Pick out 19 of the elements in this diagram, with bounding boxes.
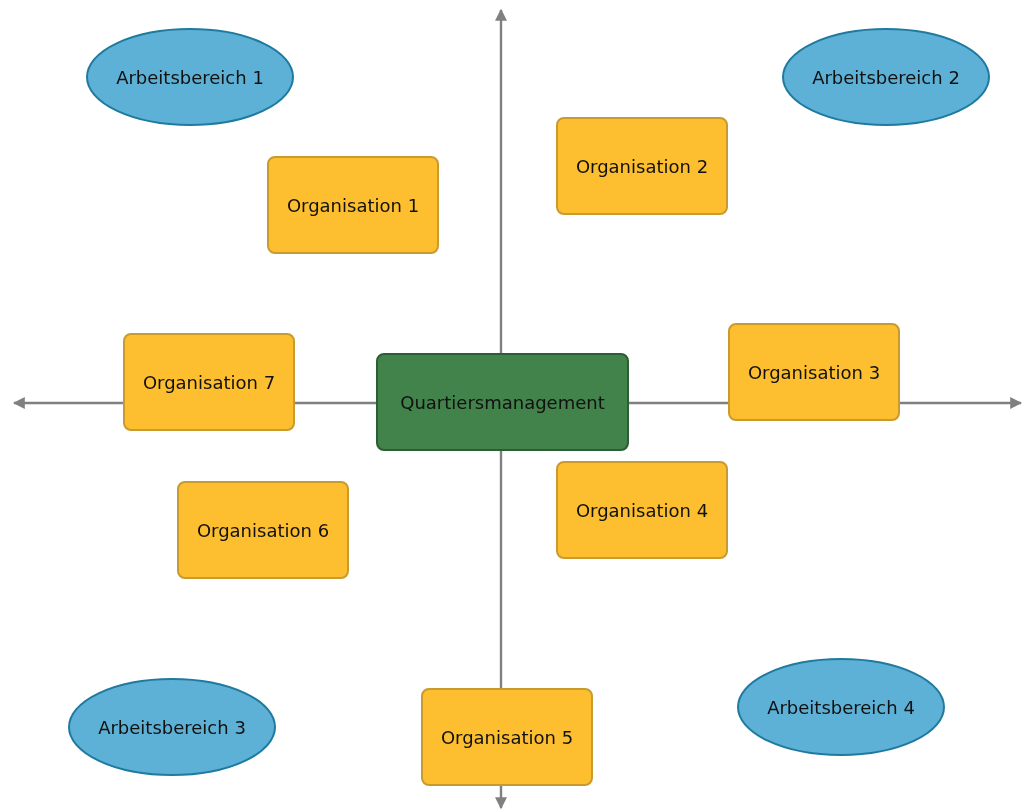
connector-line bbox=[499, 451, 503, 688]
node-label: Arbeitsbereich 1 bbox=[116, 66, 264, 88]
node-label: Arbeitsbereich 4 bbox=[767, 696, 915, 718]
connector-line bbox=[629, 401, 728, 405]
node-label: Organisation 6 bbox=[196, 519, 330, 541]
node-label: Organisation 1 bbox=[286, 194, 420, 216]
connector-line bbox=[495, 8, 507, 353]
node-label: Organisation 5 bbox=[440, 726, 574, 748]
node-label: Organisation 3 bbox=[747, 361, 881, 383]
node-label: Organisation 2 bbox=[575, 155, 709, 177]
node-label: Quartiersmanagement bbox=[400, 391, 605, 413]
node-label: Organisation 7 bbox=[142, 371, 276, 393]
node-label: Arbeitsbereich 3 bbox=[98, 716, 246, 738]
node-label: Arbeitsbereich 2 bbox=[812, 66, 960, 88]
connector-line bbox=[295, 401, 376, 405]
connector-line bbox=[12, 397, 123, 409]
connector-line bbox=[900, 397, 1023, 409]
connector-line bbox=[495, 786, 507, 810]
node-label: Organisation 4 bbox=[575, 499, 709, 521]
